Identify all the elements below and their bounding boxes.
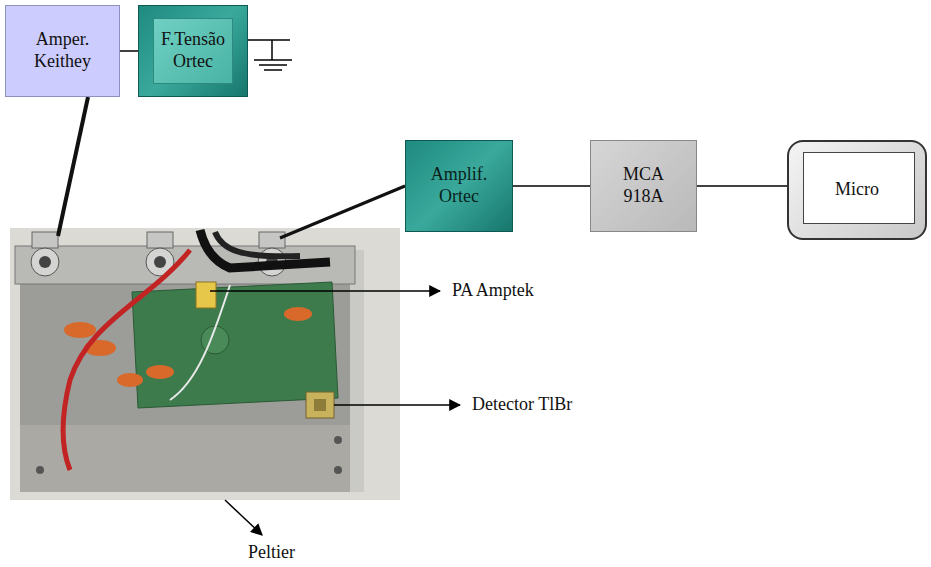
signal-line — [697, 185, 787, 187]
red-wire — [63, 250, 190, 470]
cable — [58, 97, 88, 236]
box-text: MCA 918A — [609, 164, 679, 207]
ground-symbol — [248, 40, 292, 70]
box-text: Amper. Keithey — [18, 29, 108, 72]
capacitor — [146, 365, 174, 379]
ground-bar — [254, 59, 292, 61]
cable — [280, 186, 405, 238]
photo-ground — [10, 228, 400, 500]
capacitor — [117, 373, 143, 387]
detector-electrode — [314, 399, 326, 411]
signal-line — [513, 185, 590, 187]
black-cable — [200, 230, 330, 268]
screw-hole — [334, 466, 342, 474]
box-text: Micro — [835, 179, 879, 201]
text-column: Amplif. Ortec — [417, 164, 501, 207]
bnc-connector — [31, 248, 59, 276]
computer-box: Micro — [787, 140, 927, 240]
capacitor — [64, 322, 96, 338]
instrument-box: F.Tensão Ortec — [138, 5, 248, 97]
bnc-pin — [154, 256, 166, 268]
box-text: F.Tensão Ortec — [150, 29, 236, 72]
bnc-collar — [32, 232, 58, 248]
pcb — [132, 282, 338, 408]
detector-box-photo — [10, 228, 400, 500]
text-column: Micro — [835, 179, 879, 201]
text-column: Amper. Keithey — [18, 29, 108, 72]
box-text: Amplif. Ortec — [417, 164, 501, 207]
text-column: MCA 918A — [609, 164, 679, 207]
instrument-box: Amplif. Ortec — [405, 140, 513, 232]
wire — [248, 39, 290, 41]
ground-bar — [264, 69, 282, 71]
thin-wire — [170, 285, 230, 400]
part-label: Peltier — [248, 542, 295, 564]
bnc-pin — [39, 256, 51, 268]
capacitor — [284, 307, 312, 321]
leader-arrow — [334, 404, 460, 406]
housing-side — [350, 250, 364, 492]
instrument-box: Amper. Keithey — [5, 5, 120, 97]
bnc-collar — [147, 232, 173, 248]
bnc-collar — [259, 232, 285, 248]
part-label: PA Amptek — [452, 280, 534, 302]
instrument-box: MCA 918A — [590, 140, 697, 232]
signal-line — [120, 50, 138, 52]
text-column: F.Tensão Ortec — [150, 29, 236, 72]
yellow-component — [196, 282, 216, 308]
wire — [271, 40, 273, 60]
screw-hole — [334, 436, 342, 444]
base-plate — [20, 425, 350, 492]
ground-bar — [259, 64, 287, 66]
screw-hole — [36, 466, 44, 474]
part-label: Detector TlBr — [472, 394, 572, 416]
detector-crystal — [306, 392, 334, 418]
leader-arrow — [210, 290, 440, 292]
leader-arrow — [225, 500, 262, 535]
